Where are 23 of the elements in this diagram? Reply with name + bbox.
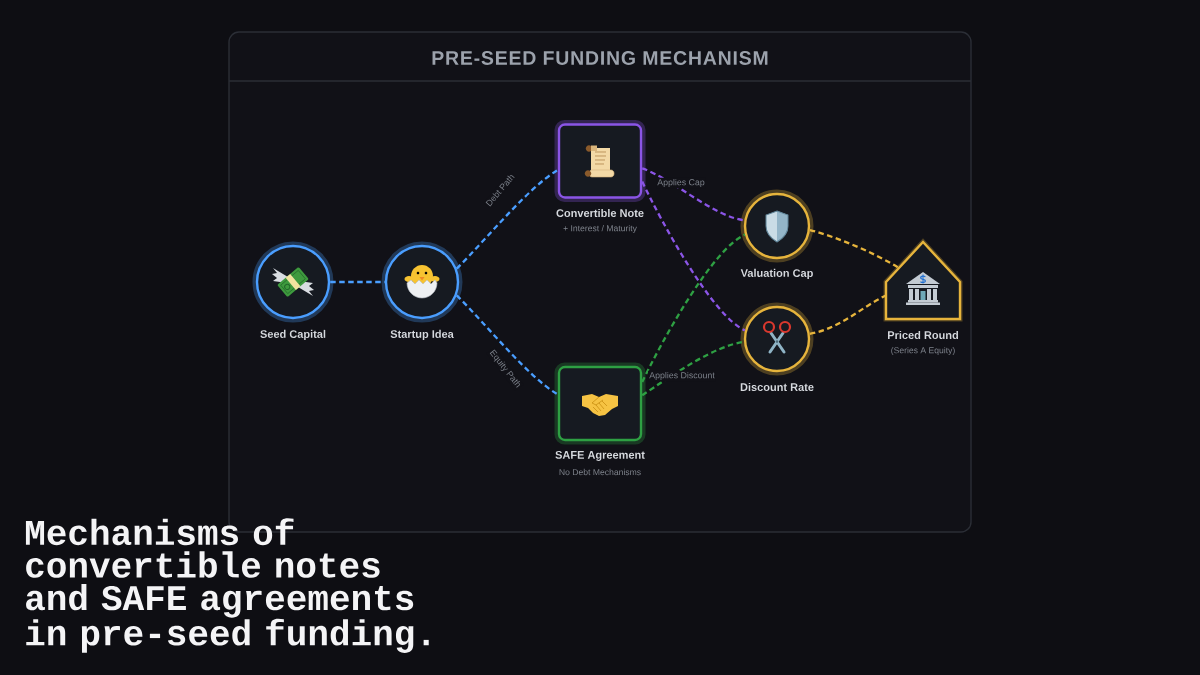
diagram-title: PRE-SEED FUNDING MECHANISM	[432, 51, 768, 65]
connector-line	[809, 228, 900, 269]
node-title: Startup Idea	[390, 329, 454, 341]
node-subtitle: No Debt Mechanisms	[559, 468, 641, 476]
connector-line	[330, 280, 385, 284]
node-title: Convertible Note	[556, 208, 644, 218]
edge-label: Applies Discount	[648, 370, 716, 382]
node-title: Seed Capital	[260, 329, 326, 341]
connector-line	[809, 294, 887, 335]
node-title: Discount Rate	[740, 382, 814, 392]
connector-line	[641, 340, 745, 397]
caption-text: Mechanisms of convertible notes and SAFE agreements in pre-seed funding.	[25, 518, 429, 653]
node-title: Priced Round	[888, 330, 959, 340]
connector-line	[455, 169, 559, 270]
node-title: Valuation Cap	[740, 268, 813, 280]
node-subtitle: (Series A Equity)	[891, 347, 955, 355]
connector-line	[455, 294, 559, 396]
node-title: SAFE Agreement	[555, 451, 645, 461]
connector-line	[641, 233, 746, 383]
connector-line	[641, 181, 746, 332]
connector-line	[641, 167, 745, 222]
edge-label: Applies Cap	[656, 177, 706, 189]
node-subtitle: + Interest / Maturity	[563, 225, 637, 233]
